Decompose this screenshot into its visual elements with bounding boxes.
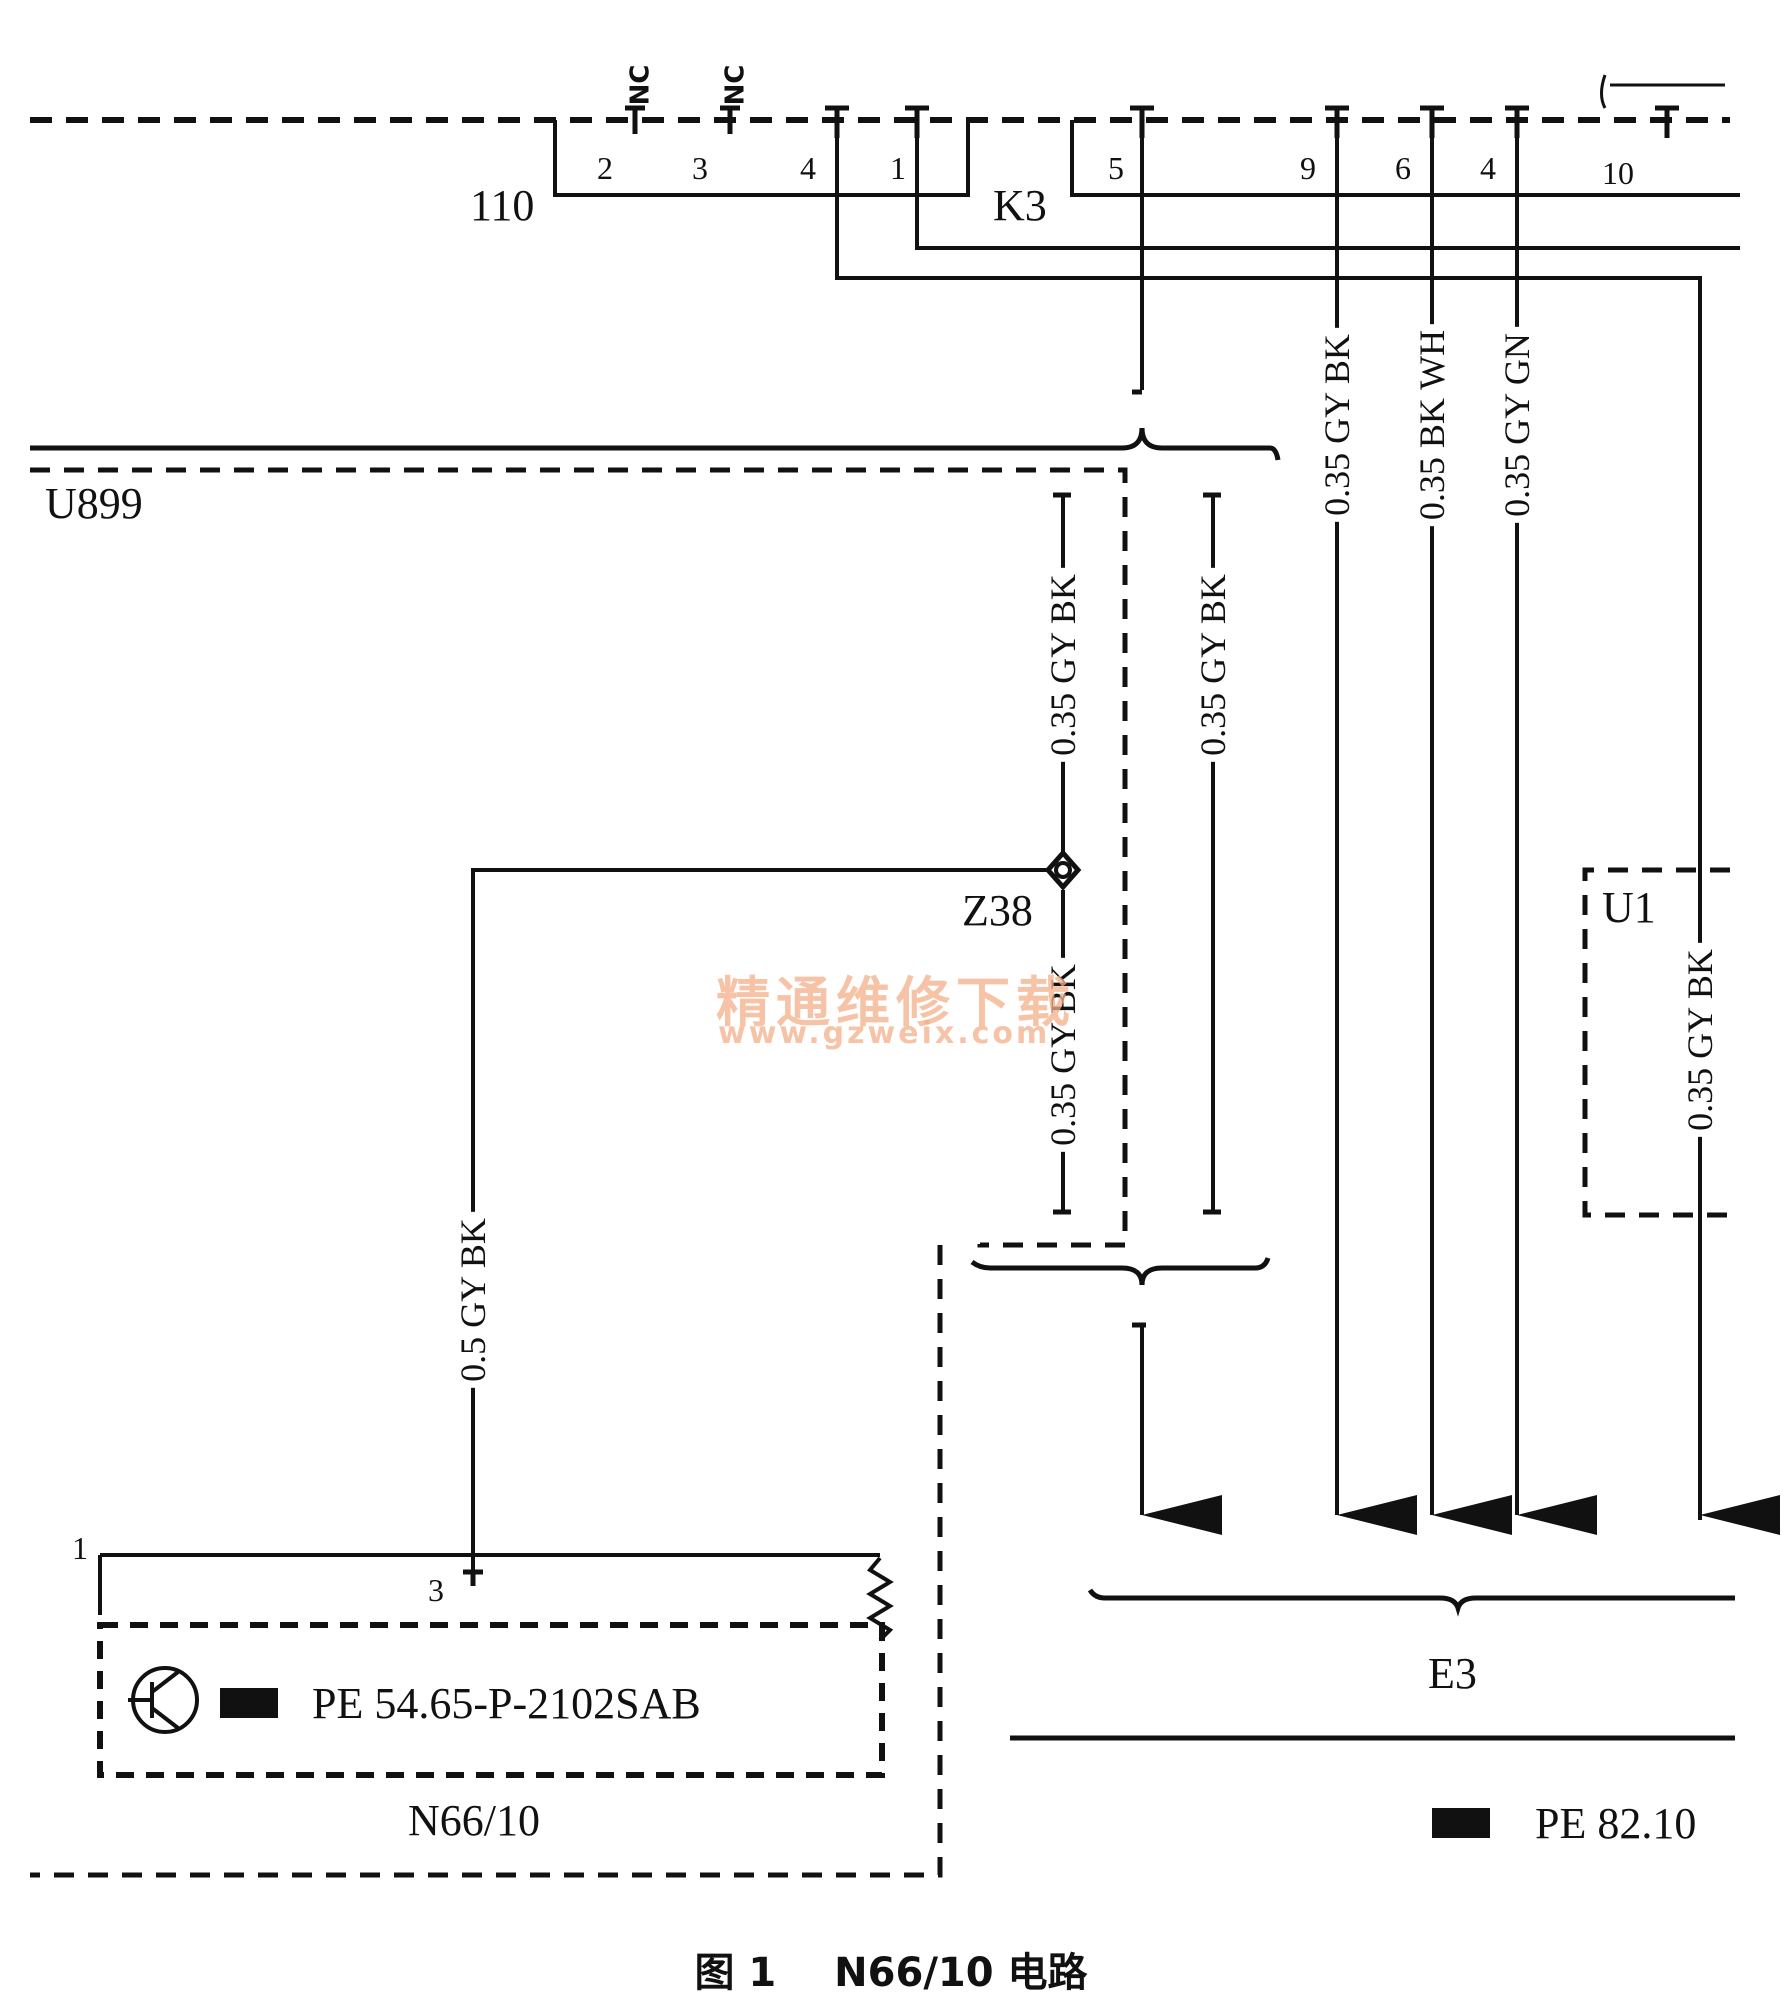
watermark-cn: 精通维修下载 — [716, 971, 1076, 1034]
top-pin-ticks — [625, 105, 1679, 138]
watermark-url: www.gzweix.com — [718, 1016, 1051, 1051]
component-reference[interactable]: PE 54.65-P-2102SAB — [312, 1679, 701, 1728]
pin-tag-nc-2: NC — [720, 64, 751, 106]
lower-brace — [970, 1257, 1271, 1286]
ground-reference[interactable]: PE 82.10 — [1535, 1799, 1697, 1848]
relay-k3-label: K3 — [993, 181, 1047, 230]
pin-number: 9 — [1300, 150, 1316, 186]
transistor-symbol — [128, 1666, 199, 1734]
wire-label-u1: 0.35 GY BK — [1679, 943, 1721, 1137]
wire-label-pin9: 0.35 GY BK — [1316, 328, 1358, 522]
pin-number: 5 — [1108, 150, 1124, 186]
pin-number: 3 — [692, 150, 708, 186]
connector-110-bracket — [553, 120, 970, 197]
upper-brace — [30, 427, 1281, 461]
book-reference-icon — [220, 1688, 1490, 1838]
pin-number: 1 — [890, 150, 906, 186]
component-pin-1: 1 — [72, 1530, 88, 1566]
wire-label-z38-up: 0.35 GY BK — [1042, 568, 1084, 762]
wire-label-pin4: 0.35 GY GN — [1496, 327, 1538, 523]
splice-z38 — [1044, 849, 1082, 891]
splice-z38-label: Z38 — [962, 886, 1033, 935]
trace-pin1 — [915, 138, 1740, 250]
pin-tag-nc-1: NC — [625, 64, 656, 106]
e3-top-bracket — [1087, 1588, 1735, 1617]
top-right-bracket — [1600, 74, 1725, 109]
trace-pin4 — [835, 138, 1702, 1520]
component-n66-label: N66/10 — [408, 1796, 540, 1845]
figure-caption: 图 1 N66/10 电路 — [0, 1940, 1782, 1998]
wire-label-n66: 0.5 GY BK — [452, 1212, 494, 1388]
wire-label-right-mid: 0.35 GY BK — [1192, 568, 1234, 762]
harness-u899-label: U899 — [45, 479, 143, 528]
ground-e3-label: E3 — [1428, 1649, 1477, 1698]
n66-resistor — [866, 1556, 894, 1642]
wire-label-pin6: 0.35 BK WH — [1411, 323, 1453, 527]
module-u1-label: U1 — [1602, 883, 1656, 932]
pin-number: 6 — [1395, 150, 1411, 186]
pin-number: 4 — [800, 150, 816, 186]
figure-number: 图 1 — [694, 1950, 777, 1996]
pin-number: 4 — [1480, 150, 1496, 186]
component-pin-3: 3 — [428, 1572, 444, 1608]
connector-110-label: 110 — [470, 181, 535, 230]
pin-number: 10 — [1602, 155, 1634, 191]
figure-title: N66/10 电路 — [834, 1950, 1088, 1996]
harness-u899-outline — [30, 467, 1128, 1878]
n66-dashed-box — [97, 1622, 885, 1778]
pin-number: 2 — [597, 150, 613, 186]
module-u1-outline — [1582, 867, 1730, 1218]
